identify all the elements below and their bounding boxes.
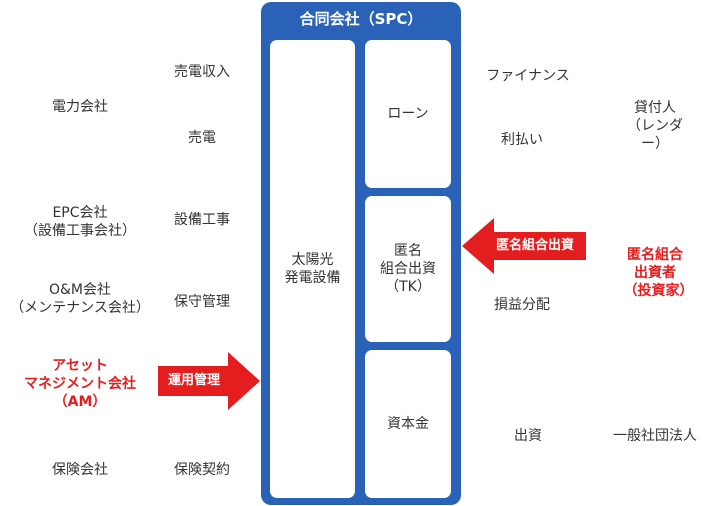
finance-label: ファイナンス	[486, 68, 570, 84]
sales-income-label: 売電収入	[174, 64, 230, 80]
tk-box: 匿名 組合出資 （TK）	[365, 196, 451, 342]
interest-label: 利払い	[501, 132, 543, 148]
maintenance-label: 保守管理	[174, 294, 230, 310]
investor-label: 匿名組合 出資者 （投資家）	[623, 247, 694, 299]
solar-equipment-box: 太陽光 発電設備	[270, 40, 355, 498]
operation-arrow-label: 運用管理	[168, 373, 221, 388]
insurance-company-label: 保険会社	[52, 462, 108, 478]
operation-arrow: 運用管理	[158, 352, 260, 410]
arrow-left-icon	[462, 218, 586, 274]
capital-box: 資本金	[365, 350, 451, 498]
investment-label: 出資	[514, 428, 542, 444]
insurance-contract-label: 保険契約	[174, 462, 230, 478]
tk-investment-arrow: 匿名組合出資	[462, 218, 586, 274]
power-sales-label: 売電	[188, 130, 216, 146]
association-label: 一般社団法人	[613, 428, 697, 444]
construction-label: 設備工事	[174, 212, 230, 228]
power-company-label: 電力会社	[52, 99, 108, 115]
tk-investment-arrow-label: 匿名組合出資	[496, 238, 575, 253]
om-company-label: O&M会社 （メンテナンス会社）	[10, 282, 150, 316]
profit-distribution-label: 損益分配	[494, 297, 550, 313]
lender-label: 貸付人 （レンダー）	[627, 100, 683, 152]
epc-company-label: EPC会社 （設備工事会社）	[24, 205, 136, 239]
asset-management-label: アセット マネジメント会社 （AM）	[24, 358, 136, 410]
loan-box: ローン	[365, 40, 451, 188]
spc-container: 合同会社（SPC） 太陽光 発電設備 ローン 匿名 組合出資 （TK） 資本金	[261, 2, 461, 505]
spc-title: 合同会社（SPC）	[299, 10, 423, 28]
arrow-right-icon	[158, 352, 260, 410]
